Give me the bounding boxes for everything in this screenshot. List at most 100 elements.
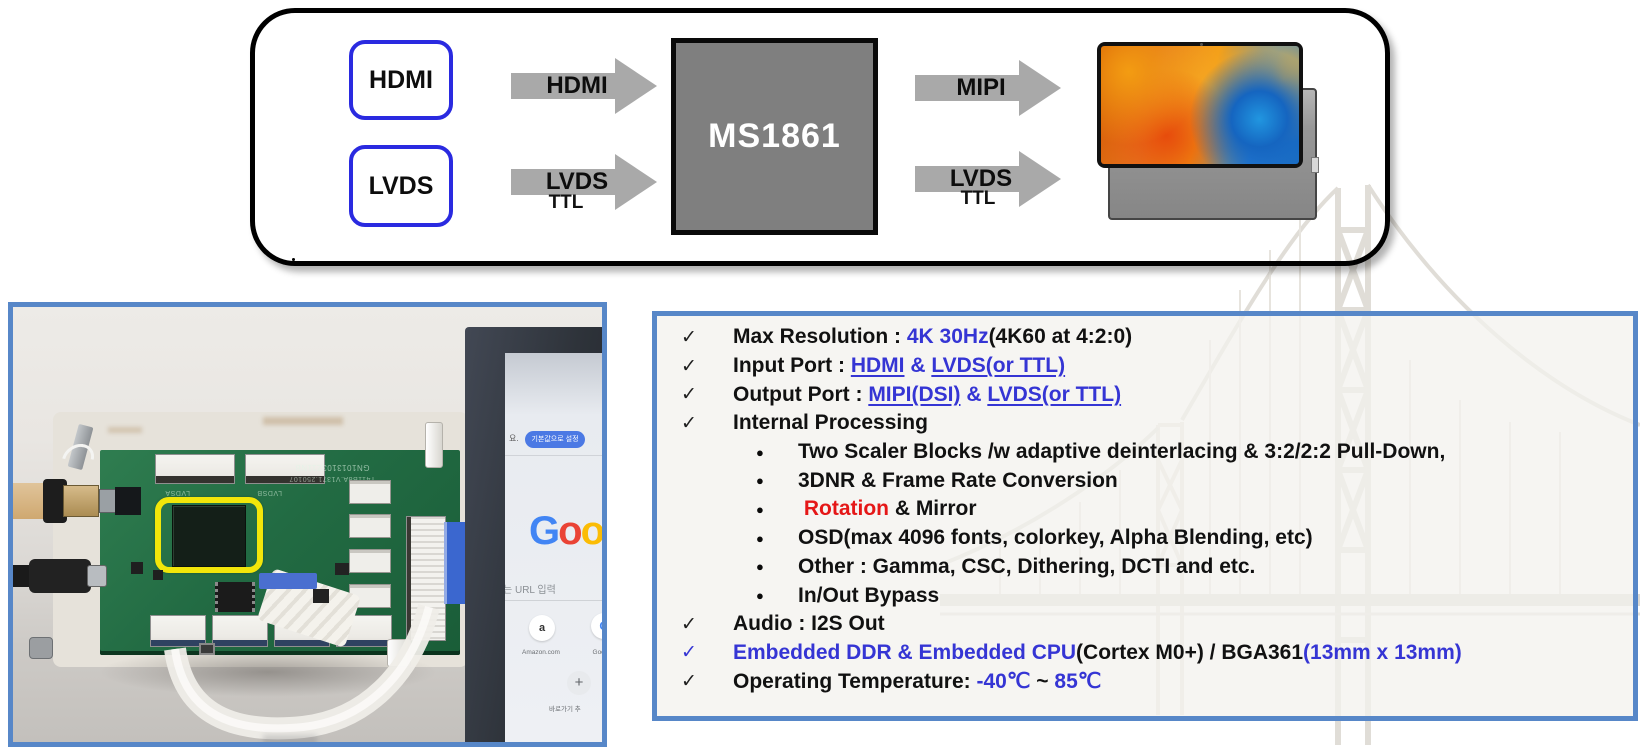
set-default-button: 기본값으로 설정 [525, 431, 585, 448]
arrow-head-icon [615, 58, 657, 114]
search-bar-line [505, 600, 602, 601]
hdmi-link[interactable]: HDMI [850, 354, 905, 378]
google-logo-letter: o [580, 509, 602, 553]
feature-text: & [904, 354, 932, 378]
feature-embedded: ✓ Embedded DDR & Embedded CPU(Cortex M0+… [681, 639, 1627, 668]
small-ic [153, 570, 163, 580]
hdmi-input-box-label: HDMI [369, 65, 433, 94]
hdmi-input-box: HDMI [349, 40, 453, 120]
arrow-head-icon [1019, 60, 1061, 116]
nylon-standoff [425, 422, 443, 468]
check-icon: ✓ [681, 355, 697, 377]
add-shortcut-icon: + [567, 671, 591, 695]
feature-text: Output Port : [733, 382, 869, 406]
celsius-symbol: ℃ [1006, 669, 1031, 694]
feature-internal-processing: ✓ Internal Processing [681, 409, 1627, 438]
tablet-camera-dot [1200, 43, 1203, 46]
small-ic [131, 562, 143, 574]
feature-highlight: (13mm x 13mm) [1303, 640, 1462, 664]
feature-max-resolution: ✓ Max Resolution : 4K 30Hz(4K60 at 4:2:0… [681, 323, 1627, 352]
lvds-input-arrow: LVDS [511, 154, 657, 210]
mipi-arrow-label: MIPI [956, 74, 1006, 101]
feature-text: Operating Temperature: [733, 669, 977, 693]
check-icon: ✓ [681, 326, 697, 348]
lvds-input-box-label: LVDS [368, 171, 434, 200]
check-icon: ✓ [681, 384, 697, 406]
google-logo: Goog [529, 511, 602, 551]
hdmi-socket [115, 487, 141, 515]
feature-operating-temperature: ✓ Operating Temperature: -40℃ ~ 85℃ [681, 667, 1627, 696]
usb-plug [29, 559, 91, 593]
shortcut-amazon-icon: a [529, 615, 555, 641]
feature-bullet-item: ● Rotation & Mirror [681, 495, 1627, 524]
foam-stain [108, 427, 142, 433]
shortcut-google-label: Google [592, 649, 602, 656]
bullet-icon: ● [756, 588, 764, 604]
google-logo-letter: G [529, 509, 560, 553]
hdmi-arrow-label: HDMI [546, 72, 608, 99]
arrow-shaft [511, 73, 615, 99]
bullet-text: & Mirror [888, 497, 977, 521]
bullet-icon: ● [756, 559, 764, 575]
bullet-text: In/Out Bypass [798, 583, 940, 607]
lvds-a-connector [155, 454, 235, 484]
lvds-ttl-link[interactable]: LVDS(or TTL) [931, 354, 1066, 378]
screen-divider [505, 455, 602, 456]
wire-connector [349, 514, 391, 538]
metal-screw [29, 637, 53, 659]
feature-text: ~ [1030, 669, 1055, 693]
feature-bullet-item: ● 3DNR & Frame Rate Conversion [681, 466, 1627, 495]
check-icon: ✓ [681, 671, 697, 693]
shortcut-google-icon: G [591, 613, 602, 639]
bullet-icon: ● [756, 473, 764, 489]
ms1861-chip-label: MS1861 [708, 117, 841, 155]
bullet-text: Two Scaler Blocks /w adaptive deinterlac… [798, 440, 1446, 464]
flow-diagram-panel: HDMI LVDS HDMI LVDS TTL MS1861 MIPI LVDS [250, 8, 1390, 266]
ribbon-cable-loop [164, 604, 440, 740]
wire-connector [349, 549, 391, 573]
feature-bullet-item: ● Other : Gamma, CSC, Dithering, DCTI an… [681, 553, 1627, 582]
feature-text: Audio : I2S Out [733, 612, 885, 636]
arrow-shaft [915, 166, 1019, 192]
small-ic [313, 589, 329, 603]
small-ic [335, 563, 349, 575]
lvds-b-connector [245, 454, 325, 484]
tablet-wallpaper-image [1101, 46, 1299, 164]
chip-highlight-box [155, 497, 263, 573]
foam-stain [263, 417, 343, 425]
bullet-text: OSD(max 4096 fonts, colorkey, Alpha Blen… [798, 526, 1313, 550]
bottom-ffc-connector-2 [212, 615, 268, 647]
feature-text: & [960, 382, 988, 406]
bullet-icon: ● [756, 501, 764, 517]
lvds-ttl-out-link[interactable]: LVDS(or TTL) [987, 382, 1122, 406]
feature-bullet-item: ● Two Scaler Blocks /w adaptive deinterl… [681, 438, 1627, 467]
bullet-text: Other : Gamma, CSC, Dithering, DCTI and … [798, 554, 1256, 578]
ffc-blue-stiffener [444, 522, 466, 604]
lvds-input-ttl-sublabel: TTL [548, 192, 584, 213]
demo-photo-panel: LVDSA LVDSB GN1013103Z11NB T411B8A.V1371… [8, 302, 607, 747]
desk-reflection [263, 735, 317, 742]
ms1861-chip-block: MS1861 [671, 38, 878, 235]
arrow-head-icon [1019, 151, 1061, 207]
hdmi-input-arrow: HDMI [511, 58, 657, 114]
bottom-ffc-connector-1 [150, 615, 206, 647]
small-ic [215, 582, 255, 612]
feature-bullet-item: ● In/Out Bypass [681, 581, 1627, 610]
lvds-output-arrow-label: LVDS [949, 165, 1013, 192]
mipi-dsi-link[interactable]: MIPI(DSI) [868, 382, 961, 406]
arrow-shaft [915, 75, 1019, 101]
lvds-output-ttl-sublabel: TTL [960, 188, 996, 209]
monitor-screen: 요. 기본값으로 설정 Goog 는 URL 입력 a Amazon.com G… [505, 353, 602, 742]
feature-text: Input Port : [733, 354, 851, 378]
temp-low: -40 [976, 669, 1007, 693]
feature-audio: ✓ Audio : I2S Out [681, 610, 1627, 639]
feature-bullet-item: ● OSD(max 4096 fonts, colorkey, Alpha Bl… [681, 524, 1627, 553]
shortcut-amazon-label: Amazon.com [522, 649, 560, 656]
feature-input-port: ✓ Input Port : HDMI & LVDS(or TTL) [681, 352, 1627, 381]
feature-list-panel: ✓ Max Resolution : 4K 30Hz(4K60 at 4:2:0… [652, 311, 1638, 721]
lvds-input-box: LVDS [349, 145, 453, 227]
stray-period-dot [292, 258, 295, 261]
feature-text: (Cortex M0+) / BGA361 [1076, 640, 1304, 664]
arrow-head-icon [615, 154, 657, 210]
